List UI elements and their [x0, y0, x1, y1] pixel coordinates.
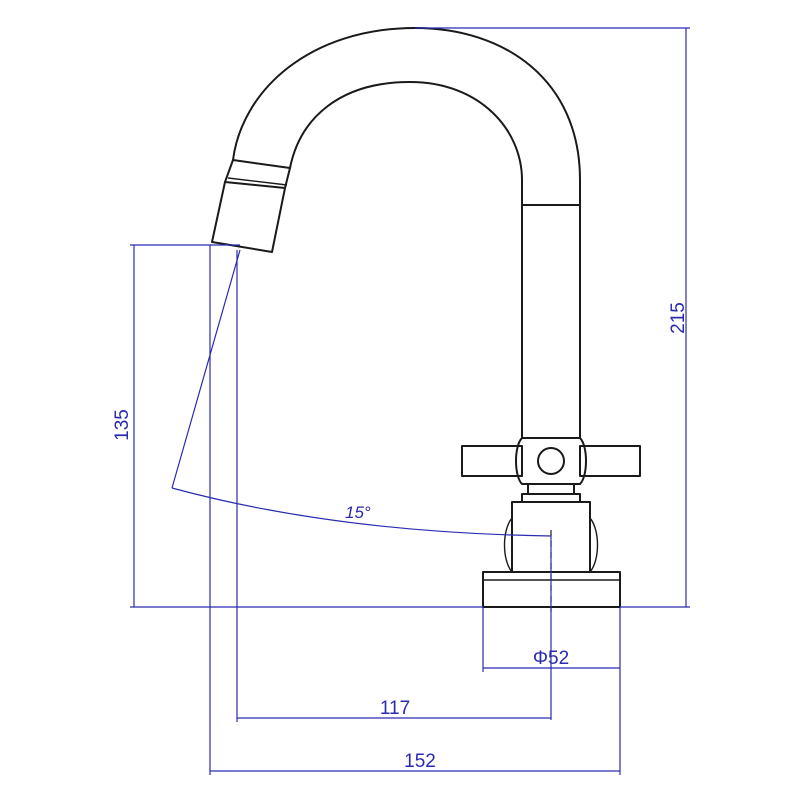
swivel-angle-ray: [171, 249, 241, 489]
handle-center-button: [537, 447, 565, 475]
overall-width-label: 152: [404, 751, 436, 772]
handle-right-arm: [579, 445, 641, 477]
dimension-lines: [130, 27, 690, 775]
swivel-angle-arc: [171, 487, 552, 537]
swivel-angle-label: 15°: [345, 503, 371, 522]
spout-inner-curve: [289, 81, 523, 206]
spout-reach-label: 117: [380, 698, 410, 719]
height-total-label: 215: [668, 302, 689, 334]
handle-hub: [515, 437, 587, 485]
spout-outer-curve: [232, 27, 581, 206]
valve-neck: [521, 483, 581, 503]
aerator-ring: [227, 177, 288, 186]
body-column: [521, 204, 581, 439]
aerator-nozzle: [211, 159, 291, 253]
bonnet-rounded-edge: [503, 517, 599, 573]
spout-height-label: 135: [112, 409, 133, 441]
handle-left-arm: [461, 445, 523, 477]
faucet-outline: [211, 27, 641, 612]
dimension-labels: 215 135 15° Φ52 117 152: [112, 302, 689, 772]
base-diameter-label: Φ52: [533, 648, 569, 669]
